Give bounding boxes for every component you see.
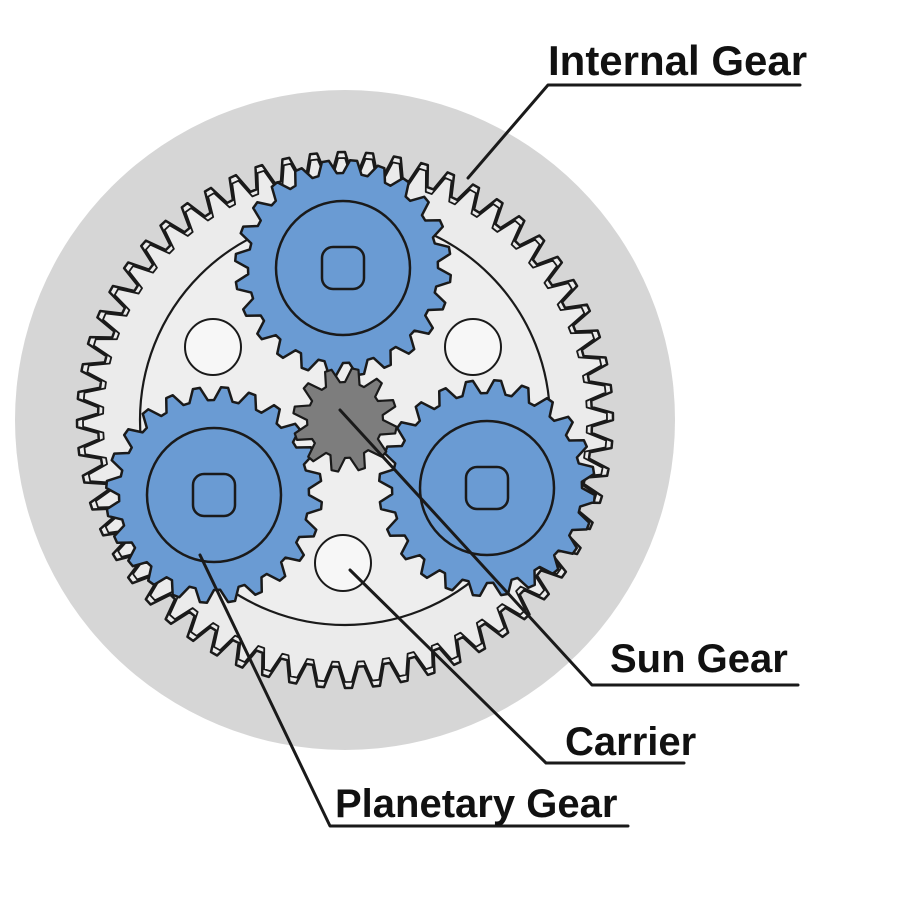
- carrier-leader: [348, 568, 686, 765]
- internal-gear-label: Internal Gear: [548, 37, 807, 84]
- sun-gear-leader: [338, 408, 800, 687]
- internal-gear-inner-outline: [82, 157, 608, 683]
- internal-gear-leader: [466, 83, 802, 180]
- carrier-hole: [184, 318, 242, 376]
- planetary-gear-label: Planetary Gear: [335, 782, 617, 826]
- planetary-gear-bore: [320, 245, 366, 291]
- planetary-gear-leader: [198, 553, 630, 828]
- carrier-hole: [444, 318, 502, 376]
- planetary-gear-bore: [464, 465, 510, 511]
- planetary-gear-bore: [191, 472, 237, 518]
- sun-gear-label: Sun Gear: [610, 637, 788, 681]
- carrier-label: Carrier: [565, 720, 696, 764]
